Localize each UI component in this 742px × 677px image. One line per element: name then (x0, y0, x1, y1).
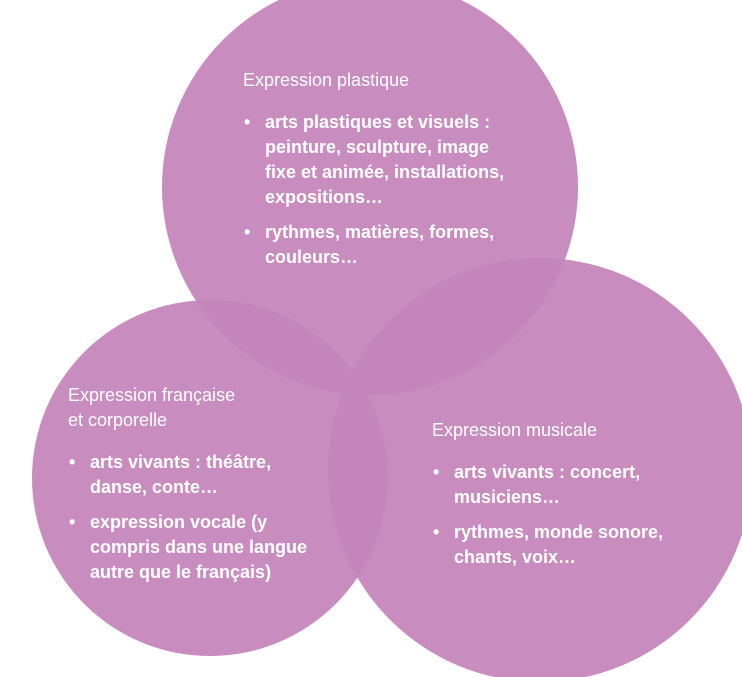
francaise-item-text: expression vocale (y compris dans une la… (90, 512, 308, 582)
francaise-title-line2: et corporelle (68, 410, 168, 430)
bullet-icon: • (244, 222, 251, 242)
francaise-item: • arts vivants : théâtre, danse, conte… (68, 450, 318, 500)
bullet-icon: • (433, 522, 440, 542)
francaise-item-text: arts vivants : théâtre, danse, conte… (90, 452, 272, 497)
musicale-item-text: arts vivants : concert, musiciens… (454, 462, 641, 507)
bullet-icon: • (69, 512, 76, 532)
francaise-list: • arts vivants : théâtre, danse, conte… … (68, 450, 318, 585)
plastique-list: • arts plastiques et visuels : peinture,… (243, 110, 513, 270)
musicale-title: Expression musicale (432, 420, 598, 440)
bullet-icon: • (244, 112, 251, 132)
francaise-title-line1: Expression française (68, 385, 236, 405)
circle-francaise (32, 300, 388, 656)
plastique-item-text: arts plastiques et visuels : peinture, s… (265, 112, 505, 207)
musicale-item: • arts vivants : concert, musiciens… (432, 460, 712, 510)
plastique-text-block: Expression plastique • arts plastiques e… (243, 68, 513, 280)
plastique-title: Expression plastique (243, 70, 410, 90)
musicale-item: • rythmes, monde sonore, chants, voix… (432, 520, 712, 570)
plastique-item-text: rythmes, matières, formes, couleurs… (265, 222, 495, 267)
musicale-item-text: rythmes, monde sonore, chants, voix… (454, 522, 664, 567)
musicale-text-block: Expression musicale • arts vivants : con… (432, 418, 712, 580)
francaise-title: Expression française et corporelle (68, 383, 318, 433)
francaise-item: • expression vocale (y compris dans une … (68, 510, 318, 585)
musicale-list: • arts vivants : concert, musiciens… • r… (432, 460, 712, 570)
bullet-icon: • (433, 462, 440, 482)
plastique-item: • arts plastiques et visuels : peinture,… (243, 110, 513, 210)
circle-musicale (328, 258, 742, 677)
bullet-icon: • (69, 452, 76, 472)
francaise-text-block: Expression française et corporelle • art… (68, 383, 318, 595)
plastique-item: • rythmes, matières, formes, couleurs… (243, 220, 513, 270)
